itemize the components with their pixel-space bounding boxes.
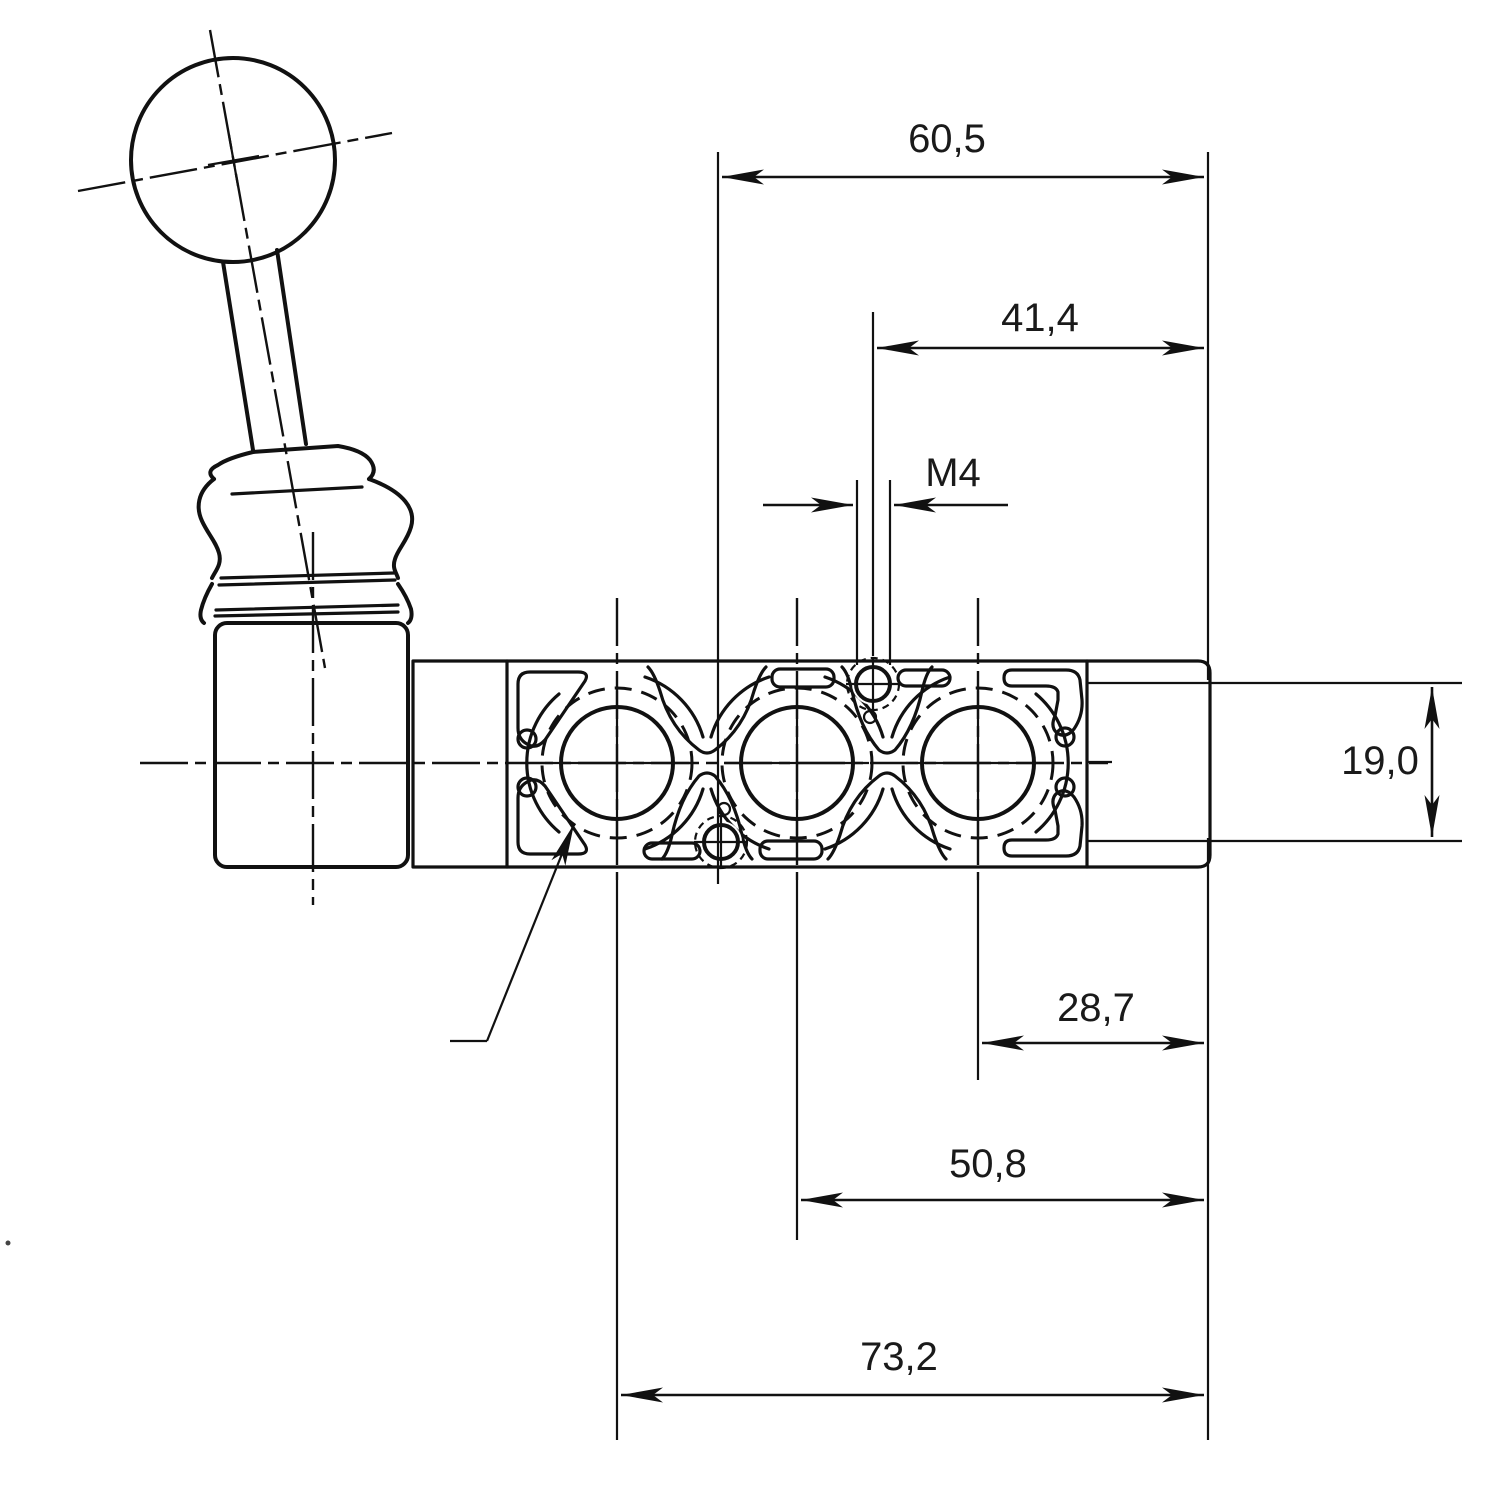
port1-dashed-circle — [540, 686, 694, 840]
dimension-73-2: 73,2 — [621, 1335, 1204, 1403]
pocket-bottom-right — [1002, 789, 1084, 858]
boot-ring2-top — [214, 603, 400, 612]
shaft-left-edge — [221, 260, 255, 452]
pocket-bottom-between-1-2 — [660, 771, 754, 861]
small-hole-top-left — [516, 728, 538, 750]
dim-label-m4: M4 — [925, 451, 981, 495]
port3-outer-arc-east — [1034, 692, 1070, 834]
lever-shaft — [221, 248, 308, 452]
small-hole-bottom-right — [1054, 776, 1076, 798]
port1-outer-arc-west — [525, 692, 561, 834]
pocket-top-between-2-3 — [840, 665, 934, 755]
port2-outer-arc-nw — [709, 675, 771, 739]
boot-cap-left — [208, 450, 255, 481]
port-circles — [540, 686, 1055, 840]
dimension-m4: M4 — [763, 451, 1008, 513]
valve-body — [213, 621, 1462, 869]
base-block — [213, 621, 410, 869]
port1-outer-arc-se — [643, 787, 705, 851]
boot-cap-top — [251, 444, 376, 481]
boot-bulge-right — [367, 477, 415, 580]
dimension-19-0: 19,0 — [1341, 687, 1440, 837]
stray-dot — [5, 1240, 11, 1246]
dimension-50-8: 50,8 — [801, 1142, 1204, 1208]
slot-below-port1 — [642, 841, 702, 861]
small-hole-bottom-left — [516, 776, 538, 798]
knob-center-tick-h — [207, 154, 260, 167]
boot-skirt-left — [198, 582, 214, 625]
dim-label-28-7: 28,7 — [1057, 986, 1135, 1030]
dimension-60-5: 60,5 — [722, 117, 1204, 185]
port3-outer-arc-sw — [890, 787, 952, 851]
slot-below-port2 — [758, 839, 824, 861]
port3-dashed-circle — [901, 686, 1055, 840]
leader-arrow — [450, 823, 576, 1043]
face-web — [516, 665, 1084, 861]
boot-skirt-right — [396, 582, 414, 625]
body-outline — [411, 659, 1212, 869]
leader-line — [485, 823, 576, 1042]
port1-outer-arc-ne — [643, 675, 705, 739]
knob-cross-centerline — [77, 131, 393, 193]
boot-ring1-top — [219, 571, 396, 580]
dimensions: 60,5 41,4 M4 19,0 28,7 50,8 — [615, 117, 1440, 1440]
boot-bulge-left — [196, 477, 222, 580]
boot-cap-crease — [230, 485, 364, 496]
shaft-right-edge — [275, 248, 308, 446]
port3-outer-arc-nw — [890, 675, 952, 739]
dim-label-19-0: 19,0 — [1341, 739, 1419, 783]
pocket-bottom-between-2-3 — [826, 771, 948, 861]
dim-label-60-5: 60,5 — [908, 117, 986, 161]
mounting-screw-top — [845, 656, 901, 725]
dimension-28-7: 28,7 — [982, 986, 1204, 1051]
dim-label-41-4: 41,4 — [1001, 296, 1079, 340]
pocket-top-right — [1002, 668, 1084, 737]
dim-label-50-8: 50,8 — [949, 1142, 1027, 1186]
boot-ring1-bottom — [217, 578, 397, 587]
pocket-top-between-1-2 — [646, 665, 768, 755]
knob-circle — [129, 56, 337, 264]
lever-axis-centerline — [208, 29, 327, 669]
rubber-boot — [196, 444, 415, 625]
dim-label-73-2: 73,2 — [860, 1335, 938, 1379]
pocket-top-left — [516, 670, 589, 748]
slot-above-port2 — [770, 667, 836, 689]
port2-outer-arc-se — [823, 787, 885, 851]
mounting-screw-bottom — [693, 801, 749, 870]
dimension-41-4: 41,4 — [877, 296, 1204, 356]
small-hole-top-right — [1054, 726, 1076, 748]
screw-top-pin-hole — [862, 709, 878, 725]
ball-knob — [129, 56, 337, 264]
pocket-bottom-left — [516, 778, 589, 856]
boot-ring2-bottom — [213, 610, 400, 618]
